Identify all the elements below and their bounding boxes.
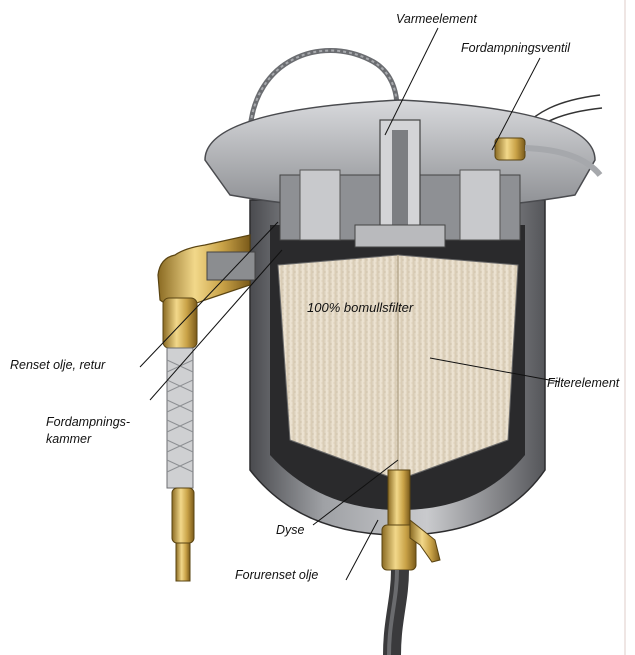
label-evaporation-chamber-line2: kammer <box>46 431 91 447</box>
label-evaporation-valve: Fordampningsventil <box>461 40 570 56</box>
label-nozzle: Dyse <box>276 522 304 538</box>
label-heating-element: Varmeelement <box>396 11 477 27</box>
label-cotton-filter: 100% bomullsfilter <box>307 300 413 316</box>
label-dirty-oil: Forurenset olje <box>235 567 318 583</box>
label-clean-oil-return: Renset olje, retur <box>10 357 105 373</box>
label-filter-element: Filterelement <box>547 375 619 391</box>
return-elbow-pipe <box>158 235 255 581</box>
label-evaporation-chamber-line1: Fordampnings- <box>46 414 130 430</box>
page-edge-rule <box>624 0 626 655</box>
